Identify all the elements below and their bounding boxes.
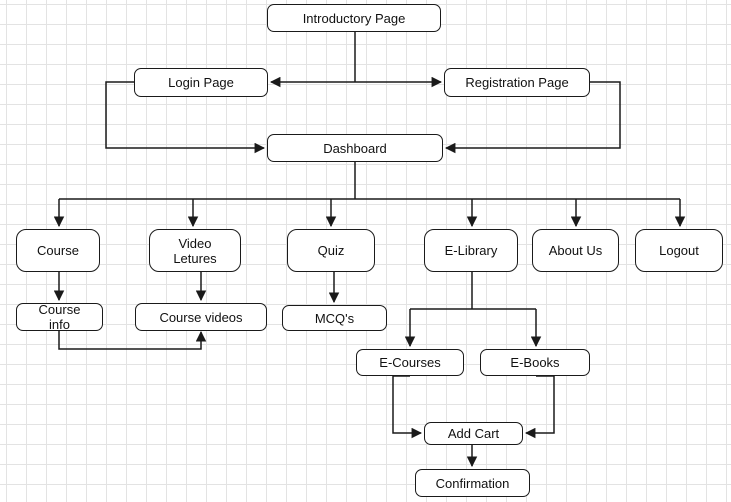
edge-registration-to-dashboard: [444, 81, 621, 154]
node-registration-page: Registration Page: [444, 68, 590, 97]
edge-login-to-dashboard: [105, 81, 266, 154]
node-introductory-page: Introductory Page: [267, 4, 441, 32]
node-course-videos: Course videos: [135, 303, 267, 331]
node-quiz: Quiz: [287, 229, 375, 272]
edge-ecourses-to-add-cart: [392, 375, 423, 439]
node-mcqs: MCQ's: [282, 305, 387, 331]
node-add-cart: Add Cart: [424, 422, 523, 445]
node-course-info: Course info: [16, 302, 103, 332]
node-ecourses: E-Courses: [356, 349, 464, 376]
edge-course-info-to-course-videos: [58, 330, 207, 350]
node-dashboard: Dashboard: [267, 134, 443, 162]
node-logout: Logout: [635, 229, 723, 272]
edge-ebooks-to-add-cart: [524, 375, 555, 439]
node-course: Course: [16, 229, 100, 272]
node-ebooks: E-Books: [480, 349, 590, 376]
node-confirmation: Confirmation: [415, 469, 530, 497]
node-video-lectures: Video Letures: [149, 229, 241, 272]
node-login-page: Login Page: [134, 68, 268, 97]
node-elibrary: E-Library: [424, 229, 518, 272]
node-about-us: About Us: [532, 229, 619, 272]
